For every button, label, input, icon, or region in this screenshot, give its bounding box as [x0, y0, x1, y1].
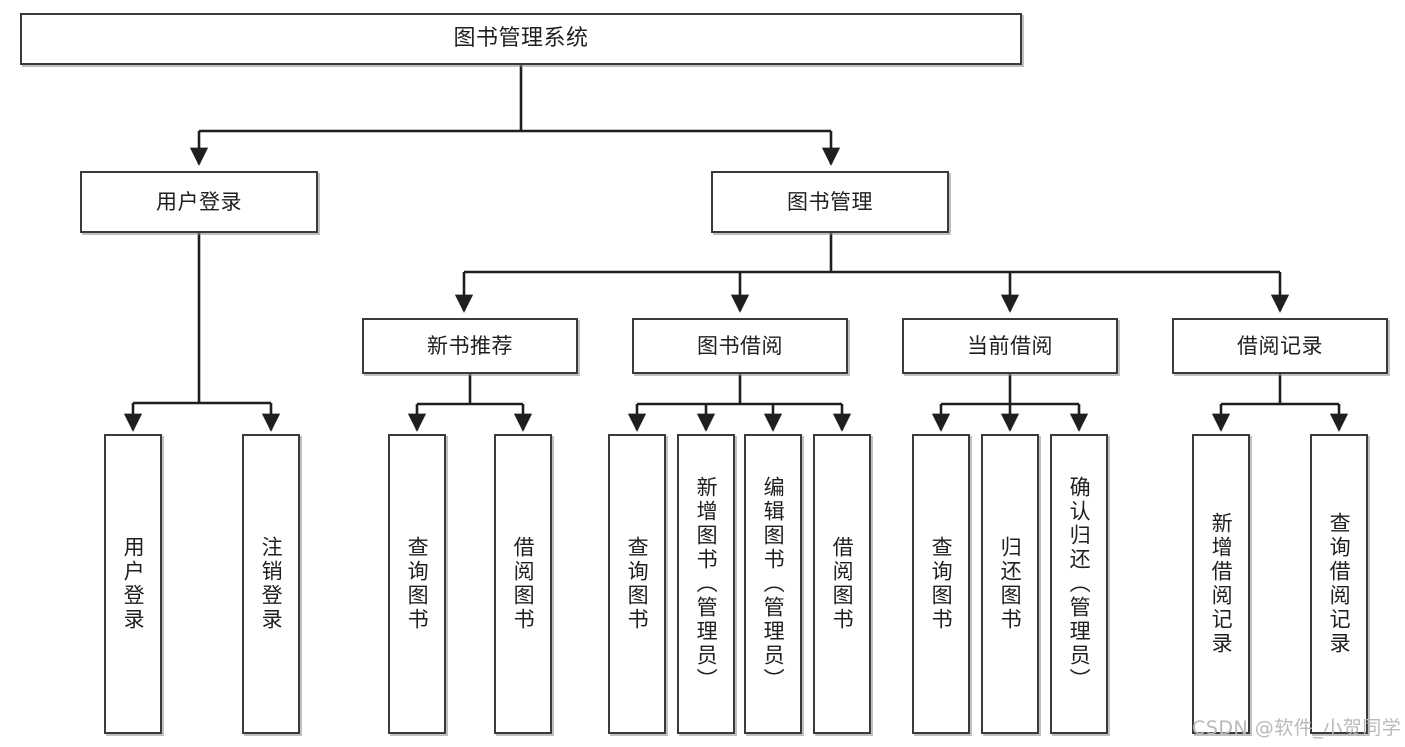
node-label: 查询图书 [405, 536, 430, 632]
leaf-borrow-record-query[interactable]: 查询借阅记录 [1310, 434, 1368, 734]
node-label: 图书管理系统 [453, 26, 589, 52]
node-user-login[interactable]: 用户登录 [80, 171, 318, 233]
node-label: 用户登录 [121, 536, 146, 632]
node-label: 编辑图书（管理员） [761, 476, 786, 692]
node-new-book-recommend[interactable]: 新书推荐 [362, 318, 578, 374]
node-label: 图书借阅 [697, 333, 783, 358]
node-label: 当前借阅 [967, 333, 1053, 358]
leaf-new-book-query[interactable]: 查询图书 [388, 434, 446, 734]
leaf-book-borrow-edit[interactable]: 编辑图书（管理员） [744, 434, 802, 734]
leaf-new-book-borrow[interactable]: 借阅图书 [494, 434, 552, 734]
leaf-user-login-login[interactable]: 用户登录 [104, 434, 162, 734]
leaf-current-borrow-confirm-return[interactable]: 确认归还（管理员） [1050, 434, 1108, 734]
leaf-book-borrow-add[interactable]: 新增图书（管理员） [677, 434, 735, 734]
node-label: 借阅记录 [1237, 333, 1323, 358]
node-current-borrow[interactable]: 当前借阅 [902, 318, 1118, 374]
node-label: 新书推荐 [427, 333, 513, 358]
node-label: 新增借阅记录 [1209, 512, 1234, 656]
node-label: 新增图书（管理员） [694, 476, 719, 692]
node-book-management[interactable]: 图书管理 [711, 171, 949, 233]
leaf-user-login-logout[interactable]: 注销登录 [242, 434, 300, 734]
node-label: 归还图书 [998, 536, 1023, 632]
node-label: 查询图书 [929, 536, 954, 632]
leaf-book-borrow-query[interactable]: 查询图书 [608, 434, 666, 734]
node-borrow-record[interactable]: 借阅记录 [1172, 318, 1388, 374]
node-label: 用户登录 [156, 189, 242, 214]
leaf-book-borrow-borrow[interactable]: 借阅图书 [813, 434, 871, 734]
node-label: 注销登录 [259, 536, 284, 632]
leaf-current-borrow-query[interactable]: 查询图书 [912, 434, 970, 734]
node-label: 借阅图书 [830, 536, 855, 632]
node-root-book-management-system[interactable]: 图书管理系统 [20, 13, 1022, 65]
node-label: 查询图书 [625, 536, 650, 632]
leaf-current-borrow-return[interactable]: 归还图书 [981, 434, 1039, 734]
leaf-borrow-record-add[interactable]: 新增借阅记录 [1192, 434, 1250, 734]
node-label: 借阅图书 [511, 536, 536, 632]
node-book-borrow[interactable]: 图书借阅 [632, 318, 848, 374]
node-label: 查询借阅记录 [1327, 512, 1352, 656]
node-label: 图书管理 [787, 189, 873, 214]
node-label: 确认归还（管理员） [1067, 476, 1092, 692]
